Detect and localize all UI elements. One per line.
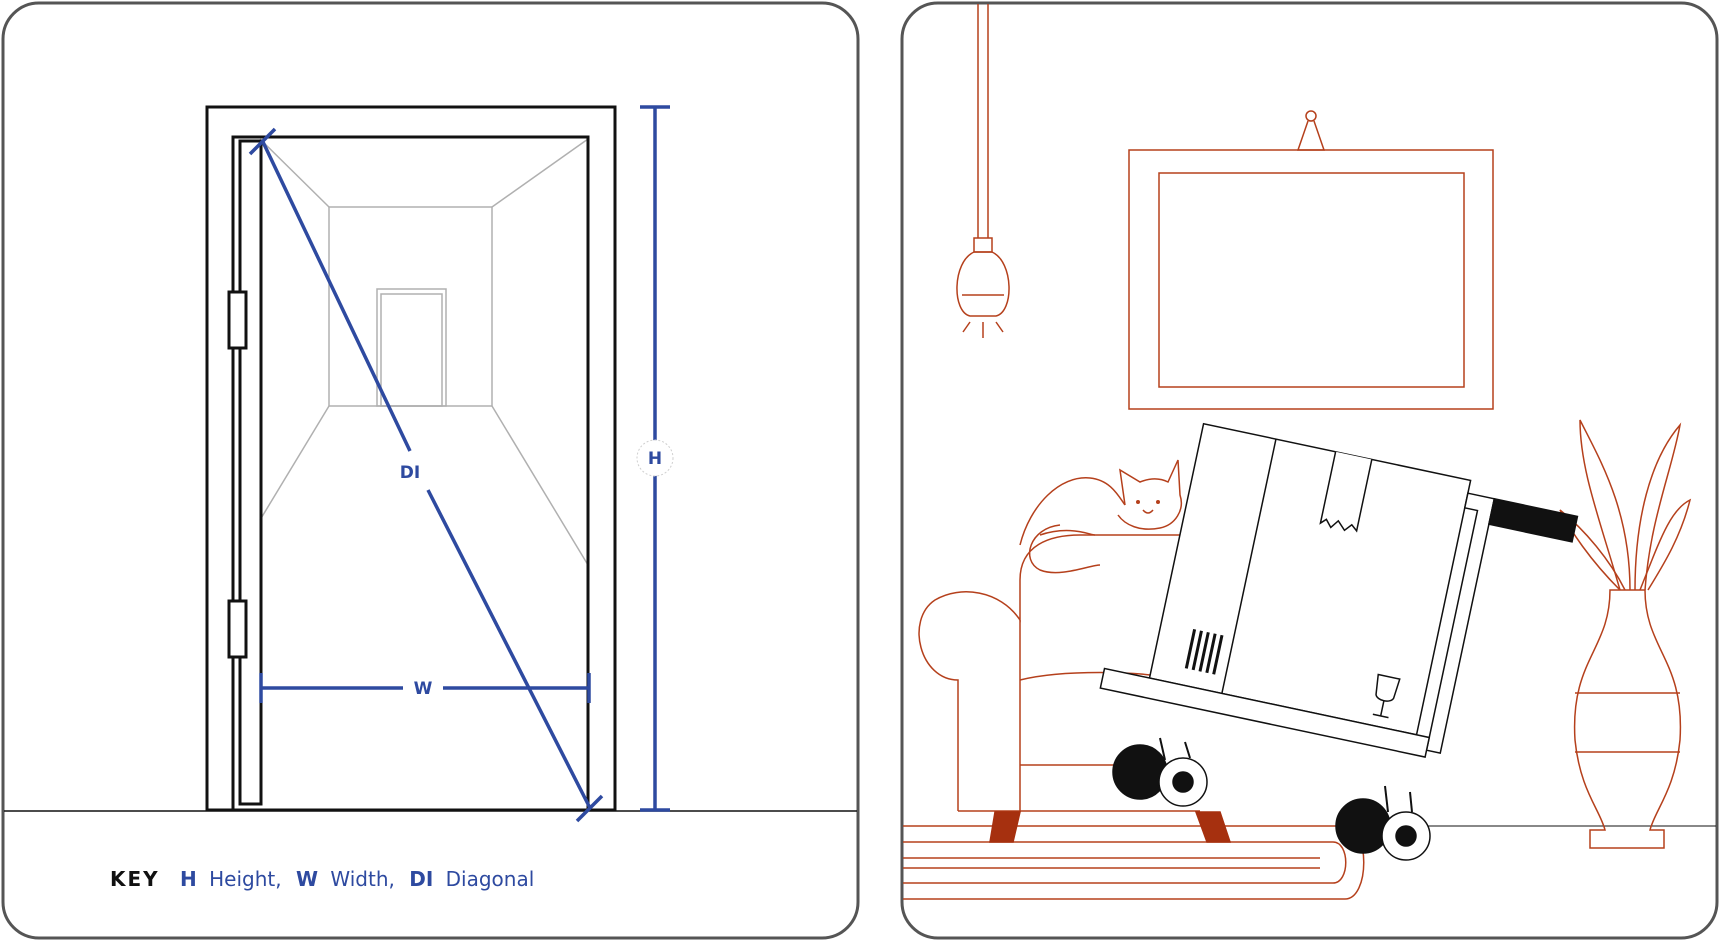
living-room-panel xyxy=(900,1,1719,940)
fragile-glass-icon xyxy=(1372,673,1401,719)
height-label-bubble xyxy=(636,439,674,477)
key-legend-text: KEY H Height, W Width, DI Diagonal xyxy=(110,867,534,891)
panel-border-left xyxy=(1,1,860,940)
key-text-diagonal: Diagonal xyxy=(446,867,535,891)
key-abbr-diagonal: DI xyxy=(409,867,433,891)
door-frame-icon xyxy=(205,105,617,812)
hinge-top-icon xyxy=(227,290,248,350)
hand-truck-icon xyxy=(1099,422,1579,861)
key-abbr-width: W xyxy=(296,867,318,891)
cat-icon xyxy=(1019,459,1182,574)
key-legend: KEY H Height, W Width, DI Diagonal xyxy=(110,867,534,891)
door-measurement-panel: H W DI KEY H Height, W Width, DI Diagona… xyxy=(1,1,860,940)
diagonal-line-top xyxy=(261,141,412,452)
diagonal-label: DI xyxy=(400,463,420,483)
barcode-icon xyxy=(1184,629,1224,675)
hinge-bottom-icon xyxy=(227,599,248,659)
key-text-height: Height, xyxy=(209,867,281,891)
open-door-leaf xyxy=(238,139,263,806)
hallway-perspective xyxy=(259,138,589,566)
picture-frame-icon xyxy=(1128,110,1494,410)
measurement-lines xyxy=(248,105,670,823)
ceiling-bulb-icon xyxy=(956,4,1010,338)
moving-box-icon xyxy=(1148,422,1472,736)
key-abbr-height: H xyxy=(180,867,197,891)
plant-vase-icon xyxy=(1559,419,1692,849)
width-label: W xyxy=(414,679,433,699)
armchair-icon xyxy=(918,534,1232,843)
diagonal-line-bottom xyxy=(426,489,592,809)
key-text-width: Width, xyxy=(330,867,394,891)
height-label: H xyxy=(648,449,662,469)
wheels xyxy=(1112,737,1431,861)
key-title: KEY xyxy=(110,867,160,891)
